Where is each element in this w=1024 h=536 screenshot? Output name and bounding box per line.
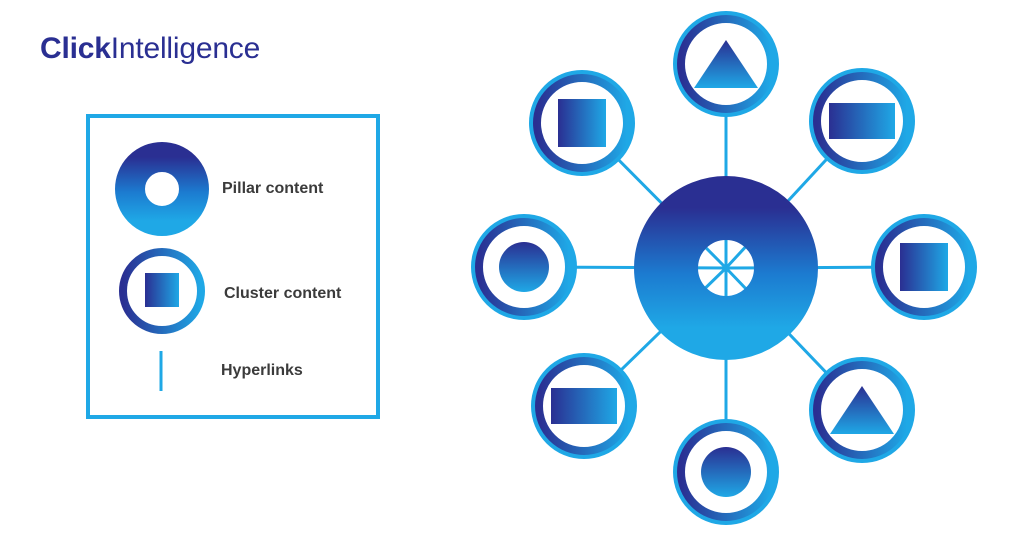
triangle-icon	[830, 386, 894, 434]
legend-cluster-label: Cluster content	[224, 285, 342, 302]
cluster-node-bottom	[673, 419, 779, 525]
wide-rectangle-icon	[551, 388, 617, 424]
pillar-content-node	[634, 176, 818, 360]
legend-hyperlinks-label: Hyperlinks	[221, 362, 303, 379]
cluster-node-left	[471, 214, 577, 320]
hyperlink-line-top-left	[580, 121, 728, 270]
brand-logo: ClickIntelligence	[40, 32, 260, 66]
hyperlink-line-bottom-left	[582, 266, 728, 408]
hyperlink-line-top-right	[724, 119, 864, 270]
legend-pillar-label: Pillar content	[222, 180, 324, 197]
hyperlink-line-left	[523, 265, 727, 270]
hyperlink-line-bottom-right	[724, 266, 864, 412]
cluster-node-top-left	[529, 70, 635, 176]
circle-icon	[701, 447, 751, 497]
logo-click-text: Click	[40, 32, 111, 65]
hyperlink-line-right	[725, 265, 925, 270]
wide-rectangle-icon	[829, 103, 895, 139]
cluster-node-right	[871, 214, 977, 320]
triangle-icon	[694, 40, 758, 88]
circle-icon	[499, 242, 549, 292]
square-icon	[558, 99, 606, 147]
legend-box	[86, 114, 380, 419]
cluster-node-top-right	[809, 68, 915, 174]
square-icon	[900, 243, 948, 291]
logo-intelligence-text: Intelligence	[110, 32, 261, 65]
cluster-node-bottom-left	[531, 353, 637, 459]
cluster-node-bottom-right	[809, 357, 915, 463]
cluster-nodes-group	[471, 11, 977, 525]
cluster-node-top	[673, 11, 779, 117]
hyperlinks-group	[523, 64, 925, 472]
